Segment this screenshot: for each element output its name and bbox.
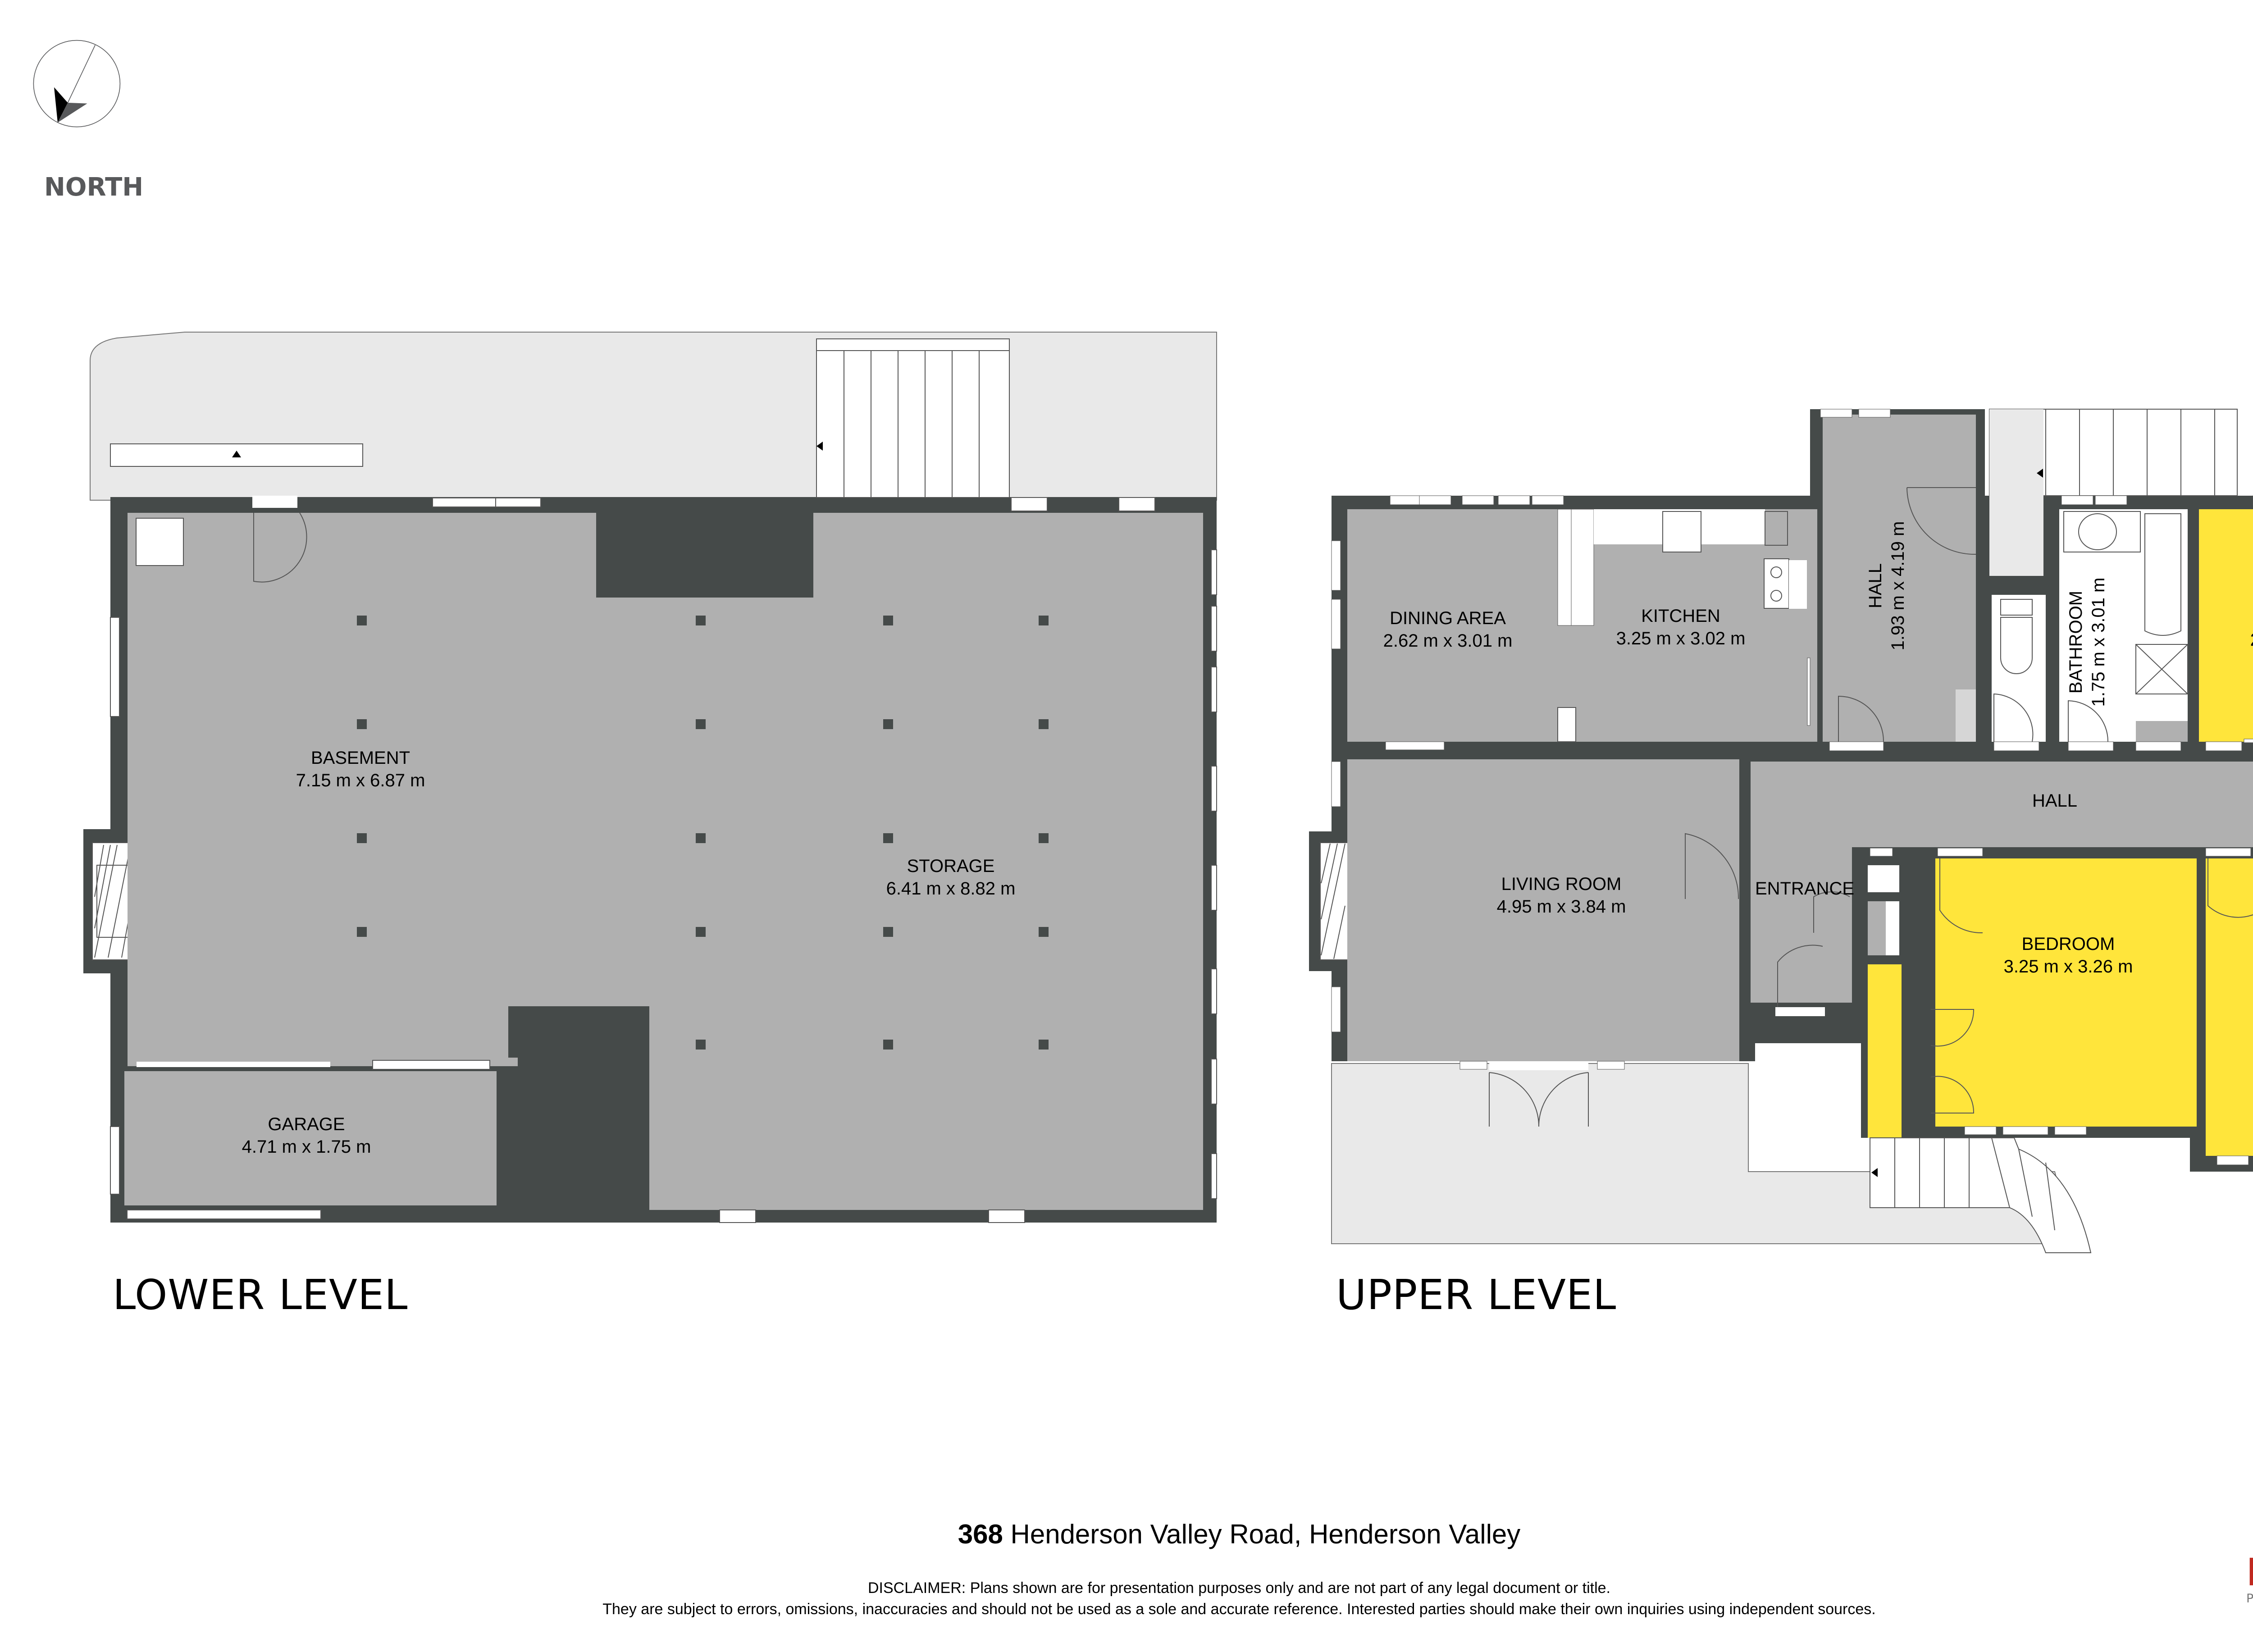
property-address: 368 Henderson Valley Road, Henderson Val… <box>0 1519 2253 1550</box>
living-room-floor <box>1347 759 1739 1061</box>
lower-level-title: LOWER LEVEL <box>113 1271 408 1319</box>
garage-floor <box>124 1071 497 1205</box>
room-name-entrance: ENTRANCE <box>1755 879 1854 899</box>
room-size-garage: 4.71 m x 1.75 m <box>242 1137 371 1157</box>
room-name-dining-area: DINING AREA <box>1390 608 1506 628</box>
room-size-bedroom-1: 2.84 m x 3.02 m <box>2250 630 2253 650</box>
address-street: Henderson Valley Road, Henderson Valley <box>1003 1519 1521 1549</box>
hall-horizontal-floor <box>1751 762 2253 847</box>
bedroom-2-floor <box>1935 858 2197 1127</box>
entrance-floor <box>1751 847 1852 1003</box>
bedroom-1-floor <box>2199 509 2253 742</box>
room-size-storage: 6.41 m x 8.82 m <box>886 879 1016 899</box>
room-name-basement: BASEMENT <box>311 748 410 768</box>
lower-floor <box>128 513 1203 1210</box>
bedroom-3-floor <box>2206 858 2253 1156</box>
room-size-bathroom: 1.75 m x 3.01 m <box>2089 578 2108 707</box>
room-size-bedroom-2: 3.25 m x 3.26 m <box>2004 957 2133 977</box>
room-size-basement: 7.15 m x 6.87 m <box>296 771 425 790</box>
room-size-dining-area: 2.62 m x 3.01 m <box>1383 631 1513 651</box>
support-pillars <box>357 616 1049 1050</box>
room-name-kitchen: KITCHEN <box>1641 606 1720 626</box>
room-name-storage: STORAGE <box>907 856 995 876</box>
room-size-kitchen: 3.25 m x 3.02 m <box>1616 629 1746 648</box>
closet-floor <box>1868 964 1902 1138</box>
lower-deck <box>90 332 1217 501</box>
room-name-garage: GARAGE <box>268 1114 345 1134</box>
disclaimer-line-1: DISCLAIMER: Plans shown are for presenta… <box>867 1579 1610 1597</box>
room-name-hall-horizontal: HALL <box>2032 791 2077 811</box>
north-label: NORTH <box>44 173 144 202</box>
room-size-living-room: 4.95 m x 3.84 m <box>1497 897 1626 917</box>
lower-level-plan: BASEMENT 7.15 m x 6.87 m STORAGE 6.41 m … <box>83 332 1217 1223</box>
hall-vertical-floor <box>1823 415 1976 742</box>
room-size-hall-vertical: 1.93 m x 4.19 m <box>1888 521 1908 651</box>
disclaimer-line-2: They are subject to errors, omissions, i… <box>602 1601 1876 1618</box>
upper-level-title: UPPER LEVEL <box>1336 1271 1617 1319</box>
myagent-tagline: Property Marketing Solutions <box>2246 1592 2253 1606</box>
myagent-logo: Myagent Property Marketing Solutions <box>2246 1550 2253 1606</box>
upper-level-plan: DINING AREA 2.62 m x 3.01 m KITCHEN 3.25… <box>1309 409 2253 1253</box>
myagent-logo-my: My <box>2246 1550 2253 1594</box>
address-number: 368 <box>958 1519 1003 1549</box>
room-name-hall-vertical: HALL <box>1865 563 1885 608</box>
room-name-bathroom: BATHROOM <box>2066 591 2086 694</box>
north-arrow-icon <box>33 40 121 128</box>
room-name-living-room: LIVING ROOM <box>1501 874 1622 894</box>
room-name-bedroom-2: BEDROOM <box>2022 934 2115 954</box>
